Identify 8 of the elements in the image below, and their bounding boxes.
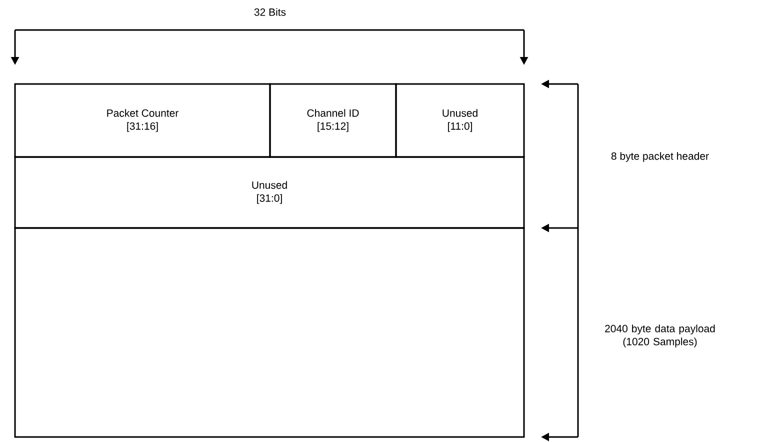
payload-box: [14, 227, 525, 438]
field-cell: Unused [11:0]: [395, 83, 525, 158]
field-cell: Channel ID [15:12]: [269, 83, 397, 158]
field-cell: Packet Counter [31:16]: [14, 83, 271, 158]
bracket-label: 2040 byte data payload (1020 Samples): [605, 324, 715, 348]
field-cell: Unused [31:0]: [14, 156, 525, 229]
dimension-label: 32 Bits: [254, 8, 286, 16]
bracket-label: 8 byte packet header: [611, 152, 709, 162]
